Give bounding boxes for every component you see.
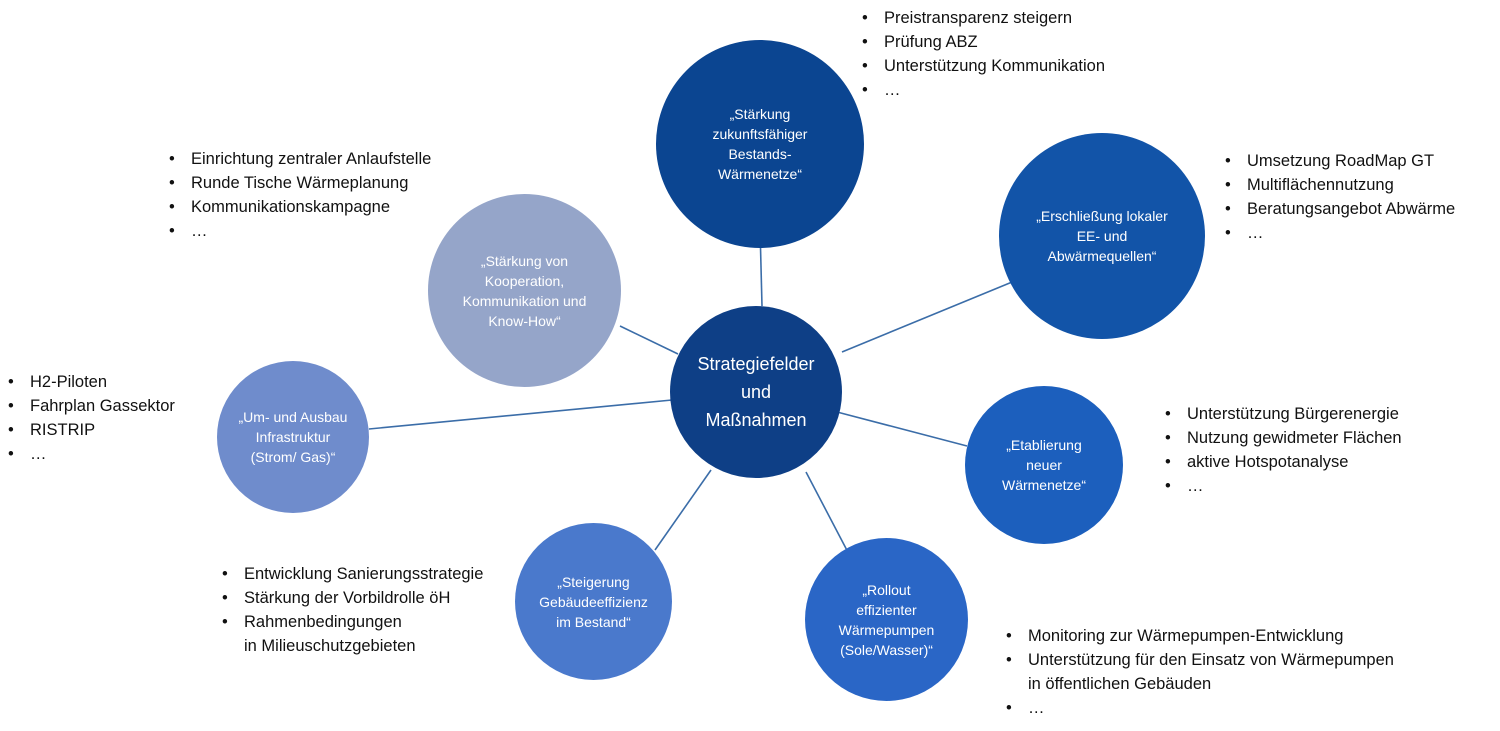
field-label: „Steigerung Gebäudeeffizienz im Bestand“ — [539, 573, 648, 630]
field-label: „Stärkung von Kooperation, Kommunikation… — [462, 252, 587, 329]
field-circle-kooperation: „Stärkung von Kooperation, Kommunikation… — [428, 194, 621, 387]
field-label: „Um- und Ausbau Infrastruktur (Strom/ Ga… — [238, 409, 348, 465]
connector-line-f2 — [841, 279, 1018, 353]
connector-line-f4 — [805, 471, 852, 559]
connector-line-f5 — [654, 469, 712, 551]
field-label: „Erschließung lokaler EE- und Abwärmeque… — [1036, 208, 1168, 264]
measure-item: Prüfung ABZ — [858, 30, 1105, 54]
measures-list-infrastruktur: H2-Piloten Fahrplan Gassektor RISTRIP … — [4, 370, 175, 466]
measures-list-bestandswaermenetze: Preistransparenz steigern Prüfung ABZ Un… — [858, 6, 1105, 102]
measure-item: Unterstützung Kommunikation — [858, 54, 1105, 78]
field-label: „Stärkung zukunftsfähiger Bestands- Wärm… — [712, 106, 808, 182]
measure-item: Fahrplan Gassektor — [4, 394, 175, 418]
field-circle-waermepumpen: „Rollout effizienter Wärmepumpen (Sole/W… — [805, 538, 968, 701]
measures-list-gebaeudeeffizienz: Entwicklung Sanierungsstrategie Stärkung… — [218, 562, 483, 658]
measure-item: Rahmenbedingungen in Milieuschutzgebiete… — [218, 610, 483, 658]
measure-item: H2-Piloten — [4, 370, 175, 394]
measure-item: … — [1221, 221, 1455, 245]
measures-list-kooperation: Einrichtung zentraler Anlaufstelle Runde… — [165, 147, 431, 243]
field-label: „Etablierung neuer Wärmenetze“ — [1001, 437, 1087, 493]
field-circle-bestandswaermenetze: „Stärkung zukunftsfähiger Bestands- Wärm… — [656, 40, 864, 248]
measure-item: Kommunikationskampagne — [165, 195, 431, 219]
measures-list-neue-waermenetze: Unterstützung Bürgerenergie Nutzung gewi… — [1161, 402, 1402, 498]
measure-item: Multiflächennutzung — [1221, 173, 1455, 197]
measure-item: aktive Hotspotanalyse — [1161, 450, 1402, 474]
center-circle: Strategiefelder und Maßnahmen — [670, 306, 842, 478]
center-label: Strategiefelder und Maßnahmen — [697, 354, 815, 430]
field-circle-gebaeudeeffizienz: „Steigerung Gebäudeeffizienz im Bestand“ — [515, 523, 672, 680]
field-circle-neue-waermenetze: „Etablierung neuer Wärmenetze“ — [965, 386, 1123, 544]
measure-item: Einrichtung zentraler Anlaufstelle — [165, 147, 431, 171]
field-label: „Rollout effizienter Wärmepumpen (Sole/W… — [838, 581, 935, 658]
measure-item: Unterstützung für den Einsatz von Wärmep… — [1002, 648, 1394, 696]
field-circle-infrastruktur: „Um- und Ausbau Infrastruktur (Strom/ Ga… — [217, 361, 369, 513]
measure-item: … — [165, 219, 431, 243]
measures-list-waermepumpen: Monitoring zur Wärmepumpen-Entwicklung U… — [1002, 624, 1394, 720]
measure-item: … — [4, 442, 175, 466]
measure-item: Entwicklung Sanierungsstrategie — [218, 562, 483, 586]
field-circle-abwaermequellen: „Erschließung lokaler EE- und Abwärmeque… — [999, 133, 1205, 339]
measure-item: Beratungsangebot Abwärme — [1221, 197, 1455, 221]
measure-item: Umsetzung RoadMap GT — [1221, 149, 1455, 173]
connector-line-f6 — [368, 399, 673, 430]
measure-item: RISTRIP — [4, 418, 175, 442]
connector-line-f7 — [619, 325, 679, 355]
measure-item: … — [858, 78, 1105, 102]
measures-list-abwaermequellen: Umsetzung RoadMap GT Multiflächennutzung… — [1221, 149, 1455, 245]
measure-item: Unterstützung Bürgerenergie — [1161, 402, 1402, 426]
measure-item: Nutzung gewidmeter Flächen — [1161, 426, 1402, 450]
measure-item: … — [1002, 696, 1394, 720]
measure-item: Runde Tische Wärmeplanung — [165, 171, 431, 195]
measure-item: … — [1161, 474, 1402, 498]
measure-item: Stärkung der Vorbildrolle öH — [218, 586, 483, 610]
measure-item: Monitoring zur Wärmepumpen-Entwicklung — [1002, 624, 1394, 648]
connector-line-f3 — [836, 411, 968, 447]
measure-item: Preistransparenz steigern — [858, 6, 1105, 30]
